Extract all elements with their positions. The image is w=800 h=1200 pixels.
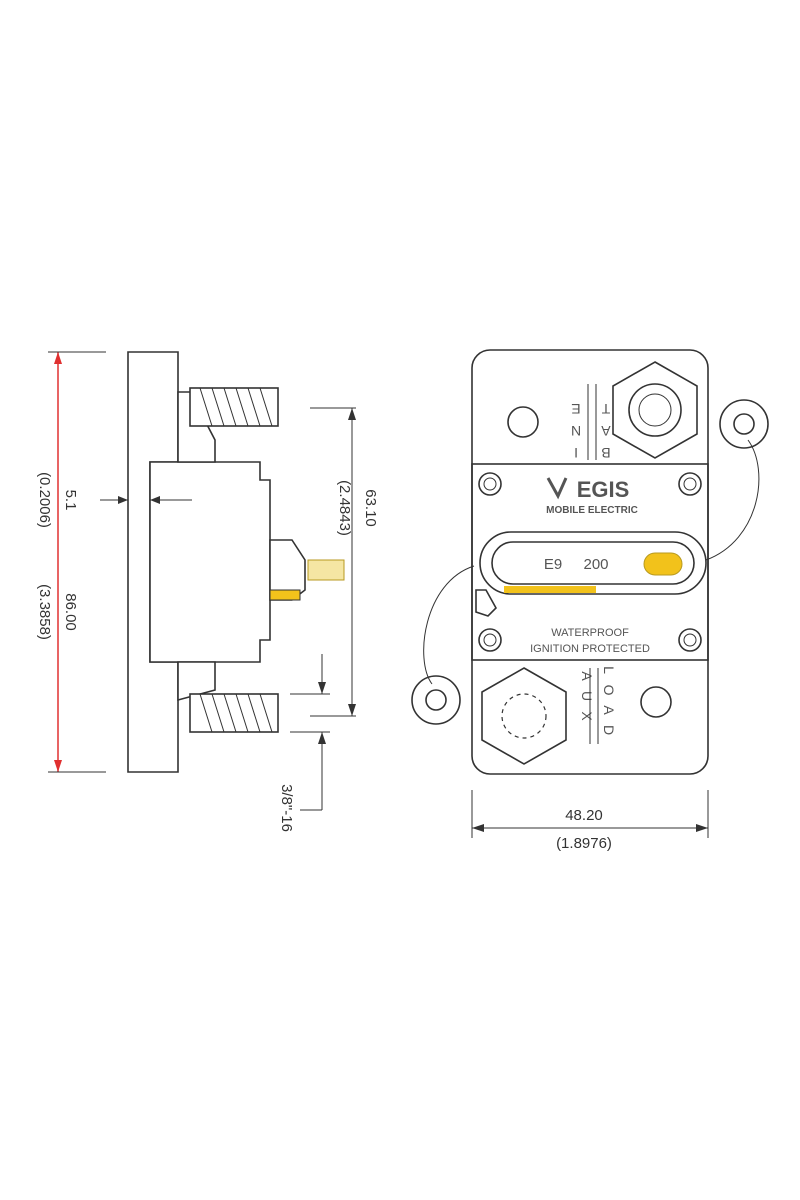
waterproof-label: WATERPROOF: [551, 627, 629, 639]
ign-letter-3: E: [571, 401, 580, 417]
stud-span-in-label: (2.4843): [336, 480, 353, 536]
stud-span-mm-label: 63.10: [362, 489, 379, 527]
mount-hole-bottom-right: [640, 686, 672, 718]
top-stud: [177, 387, 279, 463]
width-mm-label: 48.20: [565, 807, 603, 824]
height-dimension: [48, 351, 106, 773]
top-terminal-nut: [612, 361, 698, 459]
bat-letter-2: A: [601, 423, 611, 439]
brand-subtitle: MOBILE ELECTRIC: [546, 505, 638, 516]
reset-button-side: [269, 539, 345, 601]
screw-bottom-left: [478, 628, 502, 652]
ign-letter-1: I: [574, 445, 578, 461]
ignition-label: IGNITION PROTECTED: [530, 643, 650, 655]
side-view: 86.00 (3.3858) 5.1 (0.2006) 63.10 (2.484…: [36, 351, 379, 832]
flange-mm-label: 5.1: [62, 490, 79, 511]
ign-letter-2: N: [571, 423, 581, 439]
bat-letter-1: B: [601, 445, 610, 461]
stud-span-dimension: [310, 407, 356, 717]
width-dimension: [471, 790, 709, 838]
flange-dimension: [100, 496, 192, 504]
breaker-body-side: [149, 461, 271, 663]
front-view: I N E B A T EGIS MOBILE ELECTRIC E9 200: [411, 349, 769, 852]
bottom-stud: [177, 661, 279, 733]
height-in-label: (3.3858): [36, 584, 53, 640]
status-strip: [504, 586, 596, 593]
lever-tab: [475, 589, 497, 617]
trip-indicator: [643, 552, 683, 576]
cap-bottom-left: [411, 565, 475, 725]
aux-letter-3: X: [579, 711, 595, 721]
bat-letter-3: T: [601, 401, 610, 417]
load-letter-1: L: [601, 666, 617, 674]
aux-letter-1: A: [579, 671, 595, 681]
load-letter-3: A: [601, 705, 617, 715]
screw-top-right: [678, 472, 702, 496]
screw-top-left: [478, 472, 502, 496]
model-label: E9: [544, 556, 562, 573]
bottom-terminal-nut: [481, 667, 567, 765]
load-letter-4: D: [601, 725, 617, 735]
thread-dimension: [290, 654, 330, 811]
aux-letter-2: U: [579, 691, 595, 701]
thread-label: 3/8"-16: [278, 784, 295, 832]
width-in-label: (1.8976): [556, 835, 612, 852]
label-band: [471, 463, 709, 661]
cap-top-right: [705, 399, 769, 561]
reset-lever: E9 200: [479, 531, 707, 595]
screw-bottom-right: [678, 628, 702, 652]
load-letter-2: O: [601, 685, 617, 696]
flange-in-label: (0.2006): [36, 472, 53, 528]
brand-logo-mark: [546, 477, 568, 500]
height-mm-label: 86.00: [62, 593, 79, 631]
rating-label: 200: [583, 556, 608, 573]
brand-name: EGIS: [577, 477, 630, 502]
mount-hole-top-left: [507, 406, 539, 438]
